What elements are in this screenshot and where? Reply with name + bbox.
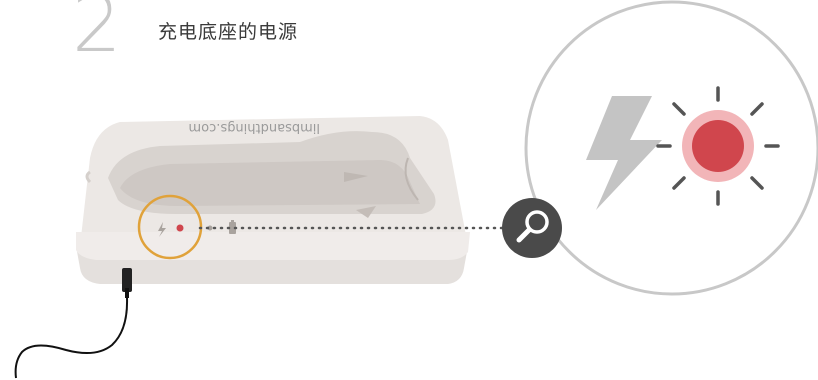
power-cable	[14, 268, 132, 379]
dock-power-icon	[158, 222, 166, 237]
charging-dock: limbsandthings.com	[76, 116, 470, 284]
zoom-button[interactable]	[502, 198, 562, 258]
battery-icon	[229, 220, 236, 234]
step-number: 2	[72, 0, 122, 70]
step-title: 充电底座的电源	[158, 21, 299, 43]
dock-indicator-dot	[207, 225, 213, 231]
brand-text: limbsandthings.com	[189, 120, 320, 135]
large-power-icon	[586, 96, 662, 210]
dock-status-led	[176, 224, 184, 232]
zoom-circle	[524, 0, 818, 296]
led-rays	[656, 86, 780, 206]
magnifier-icon	[516, 210, 549, 243]
zoom-callout	[524, 0, 818, 296]
large-status-led	[692, 120, 744, 172]
